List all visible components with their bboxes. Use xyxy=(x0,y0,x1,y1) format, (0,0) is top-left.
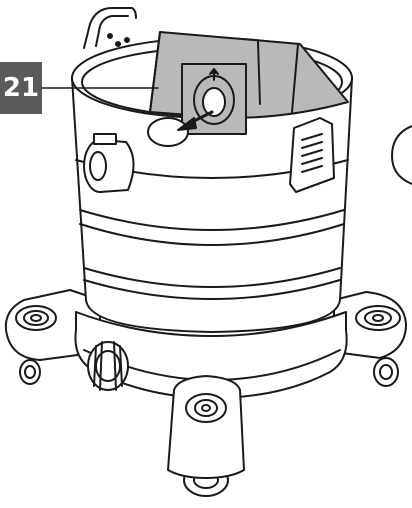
right-caster-wheel xyxy=(373,357,399,387)
power-knob xyxy=(87,341,129,391)
drum-body xyxy=(71,77,353,333)
top-handle xyxy=(83,7,137,49)
insert-arrow-icon xyxy=(177,110,214,131)
base-right-arm xyxy=(333,291,407,359)
filter-bag xyxy=(149,31,349,119)
left-caster-wheel xyxy=(19,359,41,385)
lid-latch xyxy=(289,117,335,193)
step-number-box xyxy=(0,62,42,114)
step-number: 21 xyxy=(2,73,40,103)
inlet-connector xyxy=(83,133,135,193)
base-front-arm xyxy=(167,375,245,479)
